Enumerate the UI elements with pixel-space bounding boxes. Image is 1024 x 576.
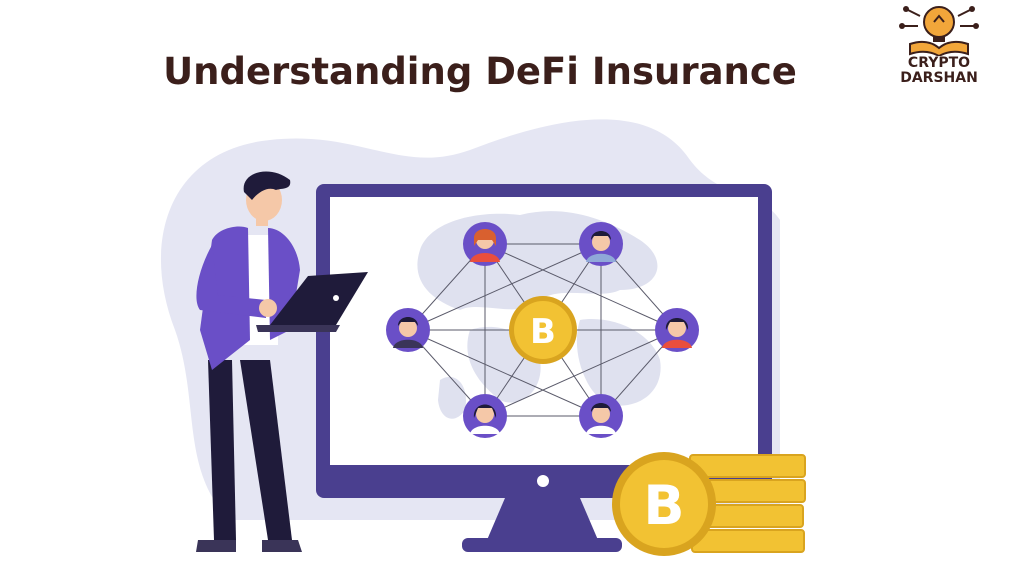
large-bitcoin-coin: B xyxy=(612,452,716,556)
avatar-node-top-right xyxy=(579,222,623,266)
avatar-node-bottom-left xyxy=(463,394,507,438)
page-title: Understanding DeFi Insurance xyxy=(163,50,797,93)
avatar-node-right xyxy=(655,308,699,352)
lightbulb-book-icon xyxy=(899,6,979,56)
avatar-node-bottom-right xyxy=(579,394,623,438)
person-with-laptop xyxy=(196,171,368,552)
large-coin-symbol: B xyxy=(643,474,684,537)
logo-text-line2: DARSHAN xyxy=(900,70,978,86)
center-bitcoin-coin: B xyxy=(509,296,577,364)
coin-stack xyxy=(687,454,806,553)
avatar-node-left xyxy=(386,308,430,352)
crypto-darshan-logo[interactable]: CRYPTO DARSHAN xyxy=(884,2,994,90)
avatar-node-top-left xyxy=(463,222,507,266)
logo-text-line1: CRYPTO xyxy=(907,55,971,71)
center-coin-symbol: B xyxy=(530,312,556,352)
